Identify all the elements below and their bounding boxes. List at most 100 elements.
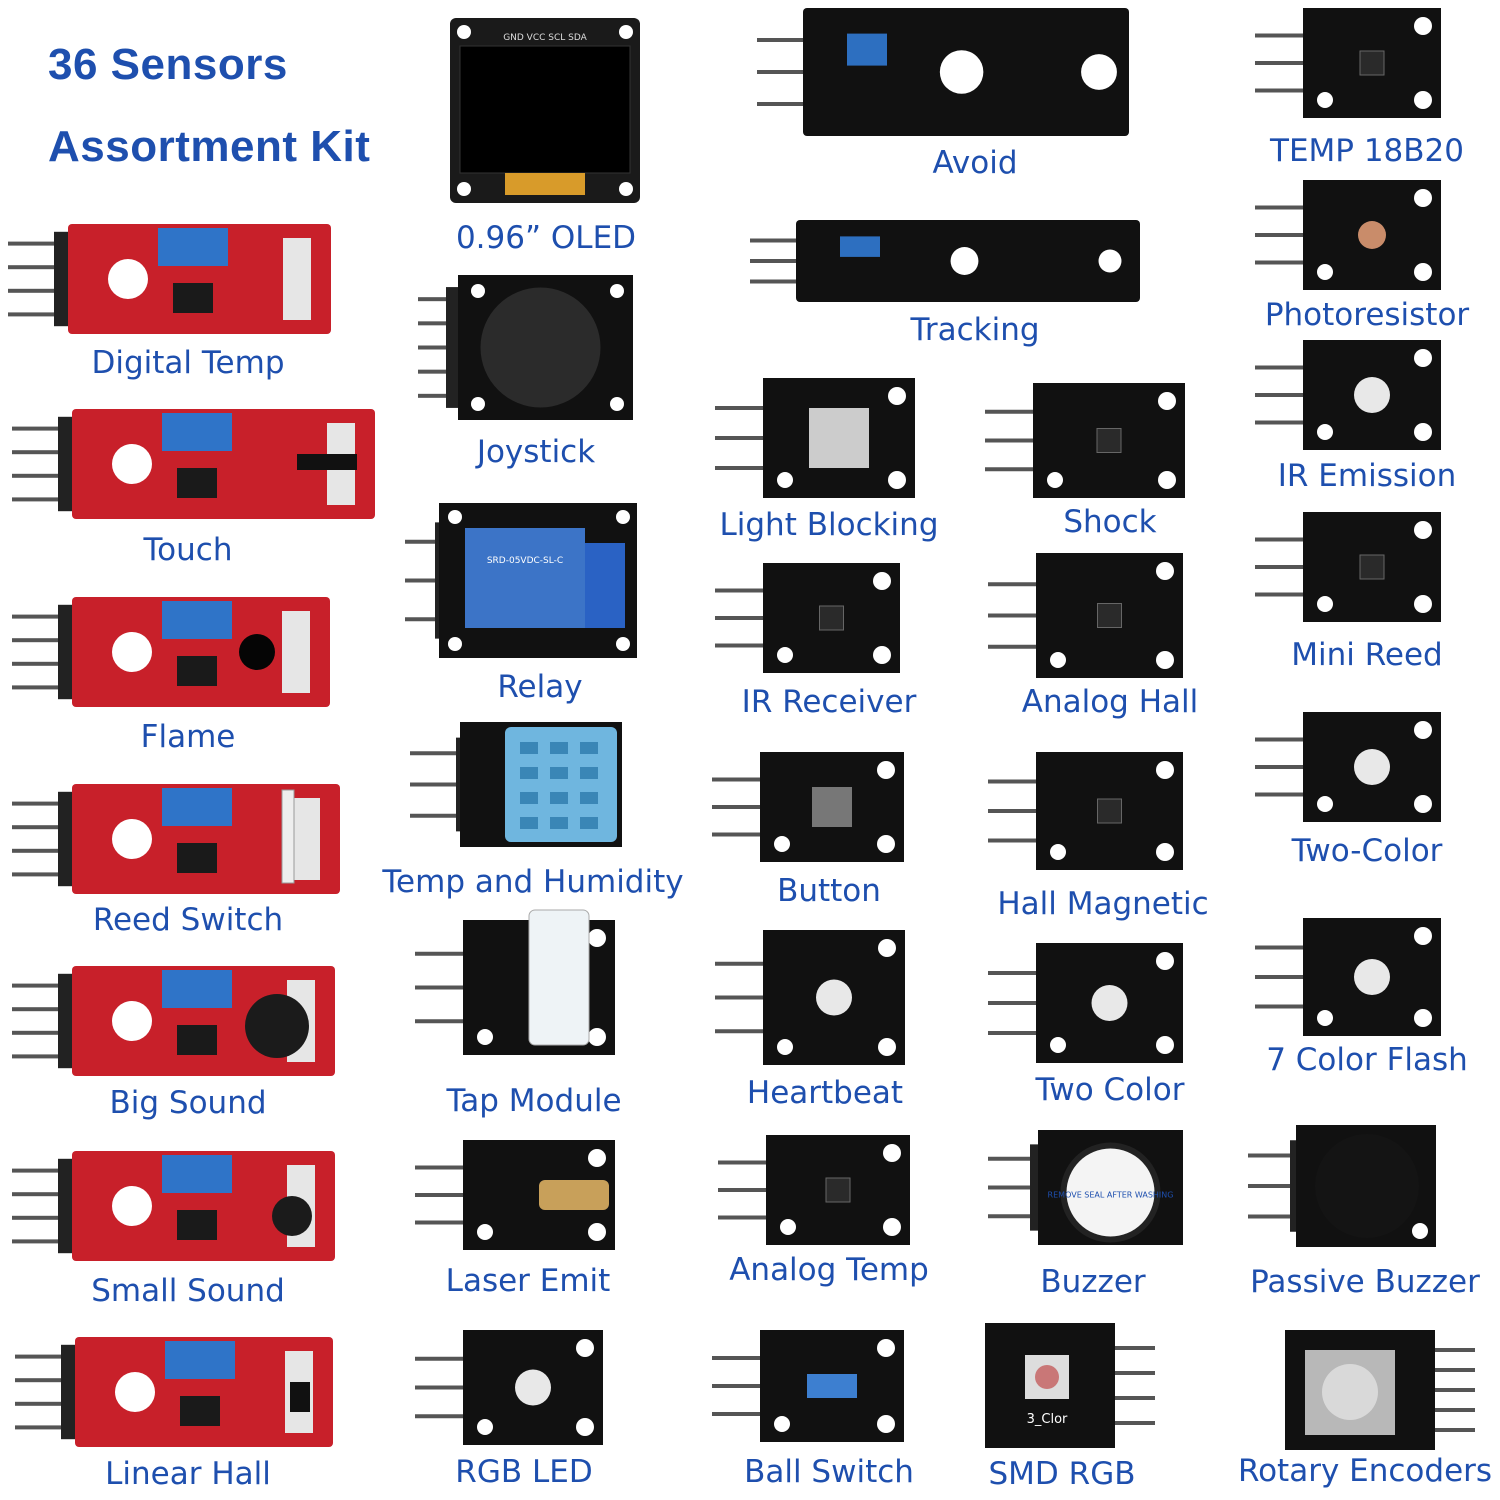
label-avoid: Avoid [932,145,1018,181]
label-rgb-led: RGB LED [455,1454,593,1490]
mount-hole [1098,249,1122,273]
chip [177,1210,217,1240]
mount-hole [777,472,793,488]
module-rotary-encoders [1245,1330,1475,1450]
mount-hole [873,646,891,664]
label-button: Button [777,873,881,909]
chip [177,468,217,498]
header-pins [12,791,72,887]
label-two-color-2: Two Color [1035,1072,1185,1108]
pcb [72,1151,335,1261]
analog-temp-board-image [718,1135,910,1245]
mount-hole [878,1038,896,1056]
mount-hole [1414,595,1432,613]
terminal-block [585,543,625,628]
mount-hole [576,1418,594,1436]
pcb [75,1337,333,1447]
mount-hole [588,1223,606,1241]
mount-hole [1050,652,1066,668]
mount-hole [1158,392,1176,410]
mount-hole [1414,17,1432,35]
mount-hole [777,1039,793,1055]
potentiometer [158,228,228,266]
encoder-knob [1322,1364,1378,1420]
mount-hole [1414,349,1432,367]
label-temp-humidity: Temp and Humidity [382,864,684,900]
mount-hole [610,284,624,298]
label-tap-module: Tap Module [446,1083,622,1119]
label-hall-magnetic: Hall Magnetic [997,886,1209,922]
mount-hole [588,1028,606,1046]
pcb [72,409,375,519]
two-color-board-image [1255,712,1441,822]
mount-hole [883,1144,901,1162]
mini-reed-board-image [1255,512,1441,622]
oled-board-image: GND VCC SCL SDA [450,18,640,203]
photoresistor-board-image [1255,180,1441,290]
mount-hole [1156,562,1174,580]
module-flame [12,593,332,711]
header-pins [15,1344,75,1440]
mount-hole [112,819,152,859]
header-pins [418,287,460,408]
mount-hole [1156,761,1174,779]
mount-hole [1156,1036,1174,1054]
screen [459,45,631,174]
oled-pin-labels: GND VCC SCL SDA [503,33,587,43]
module-analog-temp [718,1135,910,1245]
label-analog-temp: Analog Temp [729,1252,929,1288]
passive-buzzer-board-image [1248,1125,1436,1247]
chip [173,283,213,313]
hall-magnetic-board-image [988,752,1183,870]
seven-color-flash-board-image [1255,918,1441,1036]
mount-hole [1414,91,1432,109]
module-oled: GND VCC SCL SDA [450,18,640,203]
module-mini-reed [1255,512,1441,622]
mount-hole [1156,952,1174,970]
button-board-image [712,752,904,862]
mount-hole [112,632,152,672]
mount-hole [616,510,630,524]
mount-hole [457,25,471,39]
potentiometer [162,601,232,639]
mount-hole [457,182,471,196]
mount-hole [1081,54,1117,90]
module-reed-switch [12,780,342,898]
sensor-element [281,789,295,884]
mount-hole [108,259,148,299]
label-buzzer: Buzzer [1040,1264,1146,1300]
temp-humidity-board-image [410,722,622,847]
potentiometer [162,1155,232,1193]
label-ir-emission: IR Emission [1277,458,1457,494]
sensor-element [272,1196,312,1236]
module-ball-switch [712,1330,904,1442]
mount-hole [471,397,485,411]
notch [282,611,310,693]
mount-hole [1156,651,1174,669]
label-temp-18b20: TEMP 18B20 [1270,133,1464,169]
mount-hole [477,1224,493,1240]
sensor-element [1097,603,1122,628]
mount-hole [1317,424,1333,440]
avoid-board-image [757,8,1129,136]
mount-hole [477,1029,493,1045]
mount-hole [1158,471,1176,489]
module-heartbeat [715,930,905,1065]
mount-hole [477,1419,493,1435]
digital-temp-board-image [8,224,331,334]
mount-hole [1317,596,1333,612]
buzzer-body [1315,1134,1419,1238]
flex-cable [505,173,585,195]
module-seven-color-flash [1255,918,1441,1036]
seal-sticker [1066,1148,1155,1237]
module-tracking [750,220,1140,302]
mount-hole [1050,1037,1066,1053]
label-laser-emit: Laser Emit [445,1263,611,1299]
mount-hole [1050,844,1066,860]
chip [177,843,217,873]
sensor-element [1096,428,1122,453]
module-temp-humidity [410,722,622,847]
label-oled: 0.96” OLED [455,220,637,256]
relay-model-text: SRD-05VDC-SL-C [487,556,563,566]
potentiometer [840,236,880,257]
